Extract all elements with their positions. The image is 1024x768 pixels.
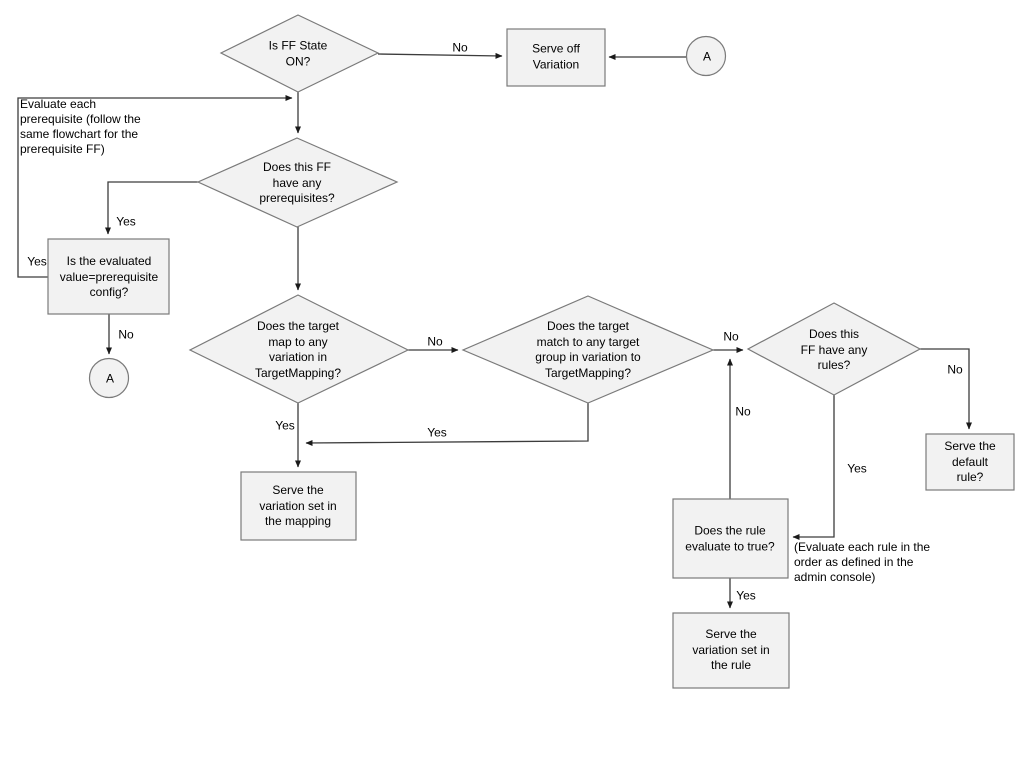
decision-target-group-shape: [461, 295, 715, 404]
decision-has-prereqs-label: Does this FF have any prerequisites?: [259, 159, 335, 205]
decision-ff-state-label: Is FF State ON?: [268, 38, 328, 69]
process-serve-rule-label: Serve the variation set in the rule: [692, 626, 770, 672]
connector-a-left-label: A: [105, 371, 115, 386]
process-serve-default-label: Serve the default rule?: [944, 438, 996, 484]
edge-label-ffstate-no: No: [452, 40, 468, 55]
edge-label-rule-yes: Yes: [736, 588, 756, 603]
decision-has-rules-shape: [746, 302, 922, 396]
process-eval-prereq-label: Is the evaluated value=prerequisite conf…: [59, 253, 159, 299]
decision-target-mapping-label: Does the target map to any variation in …: [254, 319, 342, 380]
rules-evaluation-note: (Evaluate each rule in the order as defi…: [794, 540, 931, 584]
process-serve-rule-shape: [672, 612, 790, 689]
process-rule-true-shape: [672, 498, 789, 579]
process-rule-true-label: Does the rule evaluate to true?: [685, 523, 775, 554]
process-eval-prereq-shape: [47, 238, 170, 315]
edge-label-rule-no: No: [735, 404, 751, 419]
process-serve-off-label: Serve off Variation: [532, 41, 580, 72]
edge-label-prereqs-yes: Yes: [116, 214, 136, 229]
edge-eval-yes-loop: [17, 95, 293, 278]
edge-label-eval-loop-yes: Yes: [27, 254, 47, 269]
edge-group-yes-to-servemapping: [305, 403, 589, 446]
process-serve-default-shape: [925, 433, 1015, 491]
decision-target-group-label: Does the target match to any target grou…: [535, 319, 641, 380]
edge-rules-yes-to-ruletrue: [792, 395, 835, 540]
decision-has-rules-label: Does this FF have any rules?: [800, 326, 868, 372]
edge-label-rules-no: No: [947, 362, 963, 377]
process-serve-mapping-label: Serve the variation set in the mapping: [259, 482, 337, 528]
connector-a-left-shape: [88, 357, 130, 399]
decision-has-prereqs-shape: [196, 137, 399, 228]
edge-label-rules-yes: Yes: [847, 461, 867, 476]
connector-a-top-label: A: [702, 49, 712, 64]
edge-label-mapping-yes: Yes: [275, 418, 295, 433]
prerequisite-note: Evaluate each prerequisite (follow the s…: [20, 97, 141, 156]
edge-label-eval-no: No: [118, 327, 134, 342]
connector-a-top-shape: [685, 35, 727, 77]
process-serve-off-shape: [506, 28, 606, 87]
decision-target-mapping-shape: [188, 294, 410, 404]
process-serve-mapping-shape: [240, 471, 357, 541]
edge-ffstate-no-to-serveoff: [377, 52, 503, 59]
edge-label-mapping-no: No: [427, 334, 443, 349]
edge-label-group-no: No: [723, 329, 739, 344]
edge-prereqs-yes-to-eval: [105, 181, 198, 235]
decision-ff-state-shape: [219, 14, 380, 93]
edge-rules-no-to-default: [920, 348, 972, 430]
edge-label-group-yes: Yes: [427, 425, 447, 440]
